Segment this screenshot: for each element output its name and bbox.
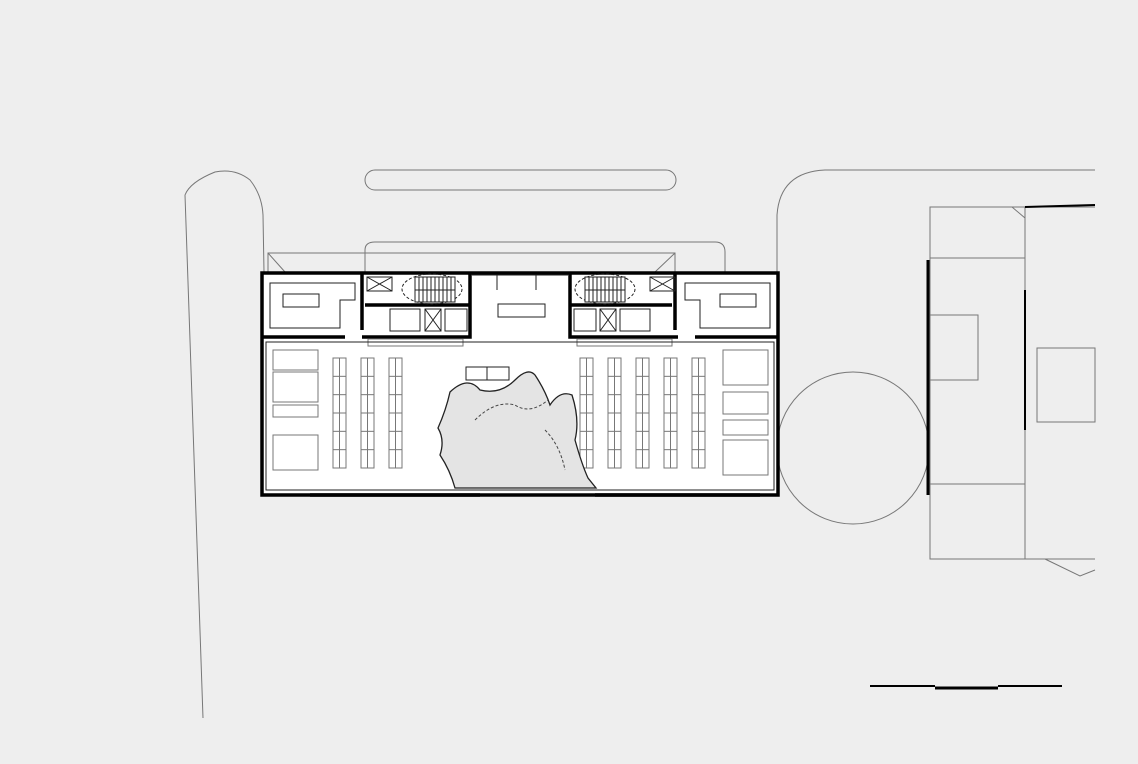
entrance-canopy bbox=[267, 252, 676, 273]
reception-desk bbox=[497, 303, 546, 318]
main-building bbox=[260, 271, 780, 497]
street-curb-left bbox=[184, 170, 265, 719]
scale-bar bbox=[870, 685, 1062, 690]
office-desk bbox=[719, 293, 757, 308]
stair-left bbox=[401, 273, 463, 305]
street-curb-right bbox=[776, 169, 1095, 272]
stair-right bbox=[574, 273, 636, 305]
shelf-row bbox=[691, 357, 706, 469]
shelf-row bbox=[360, 357, 375, 469]
meeting-table bbox=[465, 366, 510, 381]
drop-off-lane bbox=[364, 241, 726, 272]
office-desk bbox=[282, 293, 320, 308]
shelving-rows bbox=[332, 357, 706, 469]
lifts bbox=[366, 276, 676, 332]
shelf-row bbox=[663, 357, 678, 469]
shelf-row bbox=[607, 357, 622, 469]
shelf-row bbox=[332, 357, 347, 469]
reading-tables-right bbox=[722, 349, 769, 476]
median-island bbox=[364, 169, 677, 191]
courtyard-garden bbox=[437, 371, 598, 489]
neighbouring-building bbox=[926, 204, 1096, 577]
reading-tables-left bbox=[272, 349, 319, 471]
shelf-row bbox=[635, 357, 650, 469]
shelf-row bbox=[388, 357, 403, 469]
shelf-row bbox=[579, 357, 594, 469]
